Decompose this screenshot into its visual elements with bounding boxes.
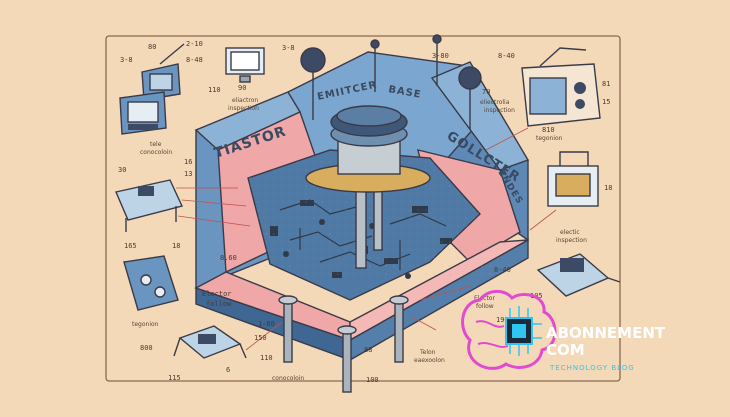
- board-device: [115, 179, 183, 232]
- svg-text:90: 90: [238, 84, 246, 92]
- svg-text:2-10: 2-10: [186, 40, 203, 48]
- svg-text:70: 70: [482, 88, 490, 96]
- svg-text:Elector: Elector: [474, 295, 495, 302]
- transistor-block: EMIITCER BASE TIASTOR GOLLCTER ENDES: [194, 34, 530, 393]
- svg-text:follow: follow: [206, 300, 232, 308]
- svg-text:conocoloin: conocoloin: [140, 149, 172, 156]
- amplifier-device: [123, 255, 179, 311]
- paper-frame: [105, 35, 621, 382]
- svg-text:110: 110: [208, 86, 221, 94]
- meter-device: [536, 253, 621, 297]
- svg-text:Elector: Elector: [202, 290, 232, 298]
- svg-text:810: 810: [542, 126, 555, 134]
- svg-text:13: 13: [184, 170, 192, 178]
- watermark-title: ABONNEMENT: [546, 324, 666, 342]
- svg-text:3-8: 3-8: [282, 44, 295, 52]
- monitor-device: [225, 47, 265, 83]
- svg-text:eliactron: eliactron: [232, 97, 258, 104]
- svg-text:18: 18: [172, 242, 180, 250]
- svg-text:tele: tele: [150, 141, 162, 148]
- svg-text:conocoloin: conocoloin: [272, 375, 304, 382]
- svg-text:6: 6: [226, 366, 230, 374]
- leader-lines: [176, 127, 557, 351]
- svg-text:tegonion: tegonion: [132, 321, 159, 328]
- watermark-tagline: TECHNOLOGY BLOG: [549, 364, 635, 372]
- svg-text:18: 18: [604, 184, 612, 192]
- svg-text:16: 16: [184, 158, 192, 166]
- svg-text:80: 80: [148, 43, 156, 51]
- svg-text:110: 110: [260, 354, 273, 362]
- svg-text:15: 15: [602, 98, 610, 106]
- svg-text:3-80: 3-80: [432, 52, 449, 60]
- svg-text:follow: follow: [476, 303, 494, 310]
- svg-text:inspection: inspection: [556, 237, 587, 244]
- transistor-cap: [305, 105, 431, 269]
- svg-text:88: 88: [364, 346, 372, 354]
- svg-text:115: 115: [168, 374, 181, 382]
- svg-text:30: 30: [118, 166, 126, 174]
- brain-chip-icon: [461, 290, 557, 370]
- svg-text:8-48: 8-48: [186, 56, 203, 64]
- tv-device: [119, 43, 185, 135]
- svg-text:100: 100: [366, 376, 379, 384]
- svg-text:eliectrolia: eliectrolia: [480, 99, 510, 106]
- svg-text:8.60: 8.60: [220, 254, 237, 262]
- battery-device: [547, 151, 599, 207]
- annotations: 80 2-10 8-48 3-8 3-8 3-80 8-40 110 90 el…: [118, 40, 612, 384]
- svg-text:190: 190: [496, 316, 509, 324]
- svg-text:eaexoolon: eaexoolon: [414, 357, 445, 364]
- svg-text:150: 150: [254, 334, 267, 342]
- rim-right: [430, 61, 530, 171]
- chip-device: [173, 325, 247, 359]
- radio-device: [521, 47, 601, 127]
- svg-text:800: 800: [140, 344, 153, 352]
- svg-text:Telon: Telon: [419, 349, 436, 356]
- svg-text:tegonion: tegonion: [536, 135, 563, 142]
- svg-text:8-40: 8-40: [494, 266, 511, 274]
- watermark-subtitle: COM: [546, 341, 585, 359]
- knob-antennas: [300, 34, 482, 130]
- svg-text:1-80: 1-80: [258, 320, 275, 328]
- svg-text:3-8: 3-8: [120, 56, 133, 64]
- svg-text:inspection: inspection: [228, 105, 259, 112]
- svg-text:electic: electic: [560, 229, 580, 236]
- svg-text:165: 165: [124, 242, 137, 250]
- transistor-legs: [278, 295, 409, 393]
- watermark-logo: ABONNEMENT COM TECHNOLOGY BLOG: [461, 290, 666, 372]
- svg-text:81: 81: [602, 80, 610, 88]
- svg-text:8-40: 8-40: [498, 52, 515, 60]
- svg-text:inspection: inspection: [484, 107, 515, 114]
